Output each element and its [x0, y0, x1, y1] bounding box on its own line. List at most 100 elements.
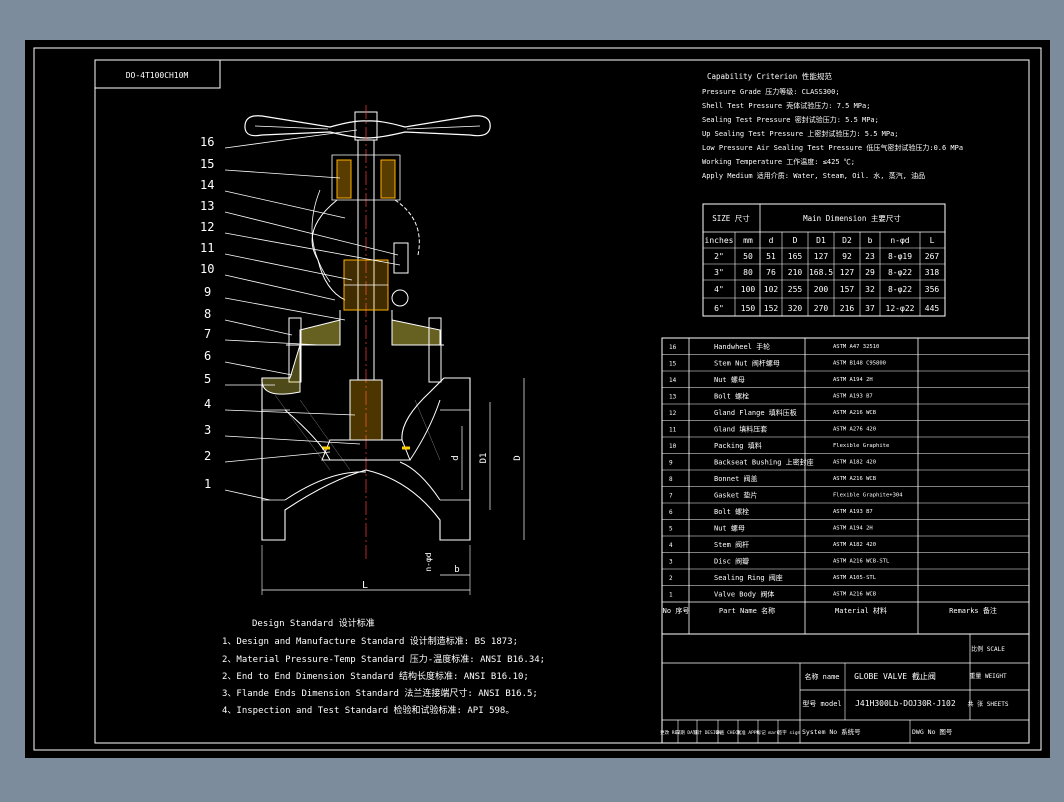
part-no: 12	[669, 410, 677, 417]
col-header: b	[868, 236, 873, 245]
part-material: ASTM A216 WCB	[833, 476, 877, 482]
balloon: 9	[204, 285, 211, 299]
drawing-code: DO-4T100CH10M	[126, 71, 189, 80]
dim-cell: 320	[788, 304, 803, 313]
sign-label: 设计 DESIGN	[693, 729, 721, 736]
dim-D1: D1	[479, 453, 489, 464]
code-box	[94, 59, 221, 89]
col-header: D1	[816, 236, 826, 245]
part-name: Bolt 螺栓	[714, 507, 749, 516]
design-standard-title: Design Standard 设计标准	[252, 617, 375, 629]
part-name: Stem 阀杆	[714, 540, 749, 549]
parts-header-name: Part Name 名称	[719, 606, 775, 615]
dim-cell: 270	[814, 304, 829, 313]
part-material: ASTM A193 B7	[833, 394, 873, 400]
part-name: Disc 阀瓣	[714, 557, 749, 566]
dim-cell: 37	[865, 304, 875, 313]
dim-b: b	[454, 565, 459, 575]
dim-cell: 76	[766, 268, 776, 277]
title-block: 名称 name GLOBE VALVE 截止阀 型号 model J41H300…	[660, 633, 1030, 744]
dim-cell: 23	[865, 252, 875, 261]
dim-cell: 8-φ19	[888, 252, 912, 261]
dim-cell: 267	[925, 252, 940, 261]
design-standard-item: 3、Flande Ends Dimension Standard 法兰连接端尺寸…	[222, 687, 538, 699]
part-material: ASTM A47 32510	[833, 344, 879, 350]
part-no: 11	[669, 427, 677, 434]
col-header: L	[930, 236, 935, 245]
design-standard-item: 2、Material Pressure-Temp Standard 压力-温度标…	[222, 653, 545, 665]
part-material: ASTM A216 WCB	[833, 592, 877, 598]
design-standard: Design Standard 设计标准 1、Design and Manufa…	[222, 617, 545, 716]
dim-cell: 356	[925, 285, 940, 294]
part-name: Valve Body 阀体	[714, 590, 774, 599]
balloon: 3	[204, 423, 211, 437]
dim-cell: 80	[743, 268, 753, 277]
part-no: 7	[669, 493, 673, 500]
name-value: GLOBE VALVE 截止阀	[854, 671, 936, 681]
part-no: 10	[669, 443, 677, 450]
dim-cell: 152	[764, 304, 779, 313]
dim-L: L	[362, 580, 368, 591]
balloon: 11	[200, 241, 214, 255]
criterion-line: Apply Medium 适用介质: Water, Steam, Oil. 水,…	[702, 171, 925, 180]
balloon: 15	[200, 157, 214, 171]
part-no: 6	[669, 509, 673, 516]
part-material: ASTM A216 WCB	[833, 410, 877, 416]
parts-header-no: No 序号	[663, 606, 690, 615]
dwg-label: DWG No 图号	[912, 728, 953, 736]
part-material: ASTM A194 2H	[833, 526, 873, 532]
part-name: Gasket 垫片	[714, 491, 758, 500]
part-material: ASTM A193 B7	[833, 509, 873, 515]
dim-cell: 4"	[714, 285, 724, 294]
part-material: ASTM A182 420	[833, 460, 876, 466]
sign-label: 签字 sign	[778, 729, 801, 736]
design-standard-item: 2、End to End Dimension Standard 结构长度标准: …	[222, 670, 529, 682]
sign-label: 批准 APPR	[737, 729, 760, 736]
balloon: 6	[204, 349, 211, 363]
dim-cell: 8-φ22	[888, 285, 912, 294]
dim-cell: 127	[840, 268, 855, 277]
dim-cell: 255	[788, 285, 803, 294]
part-name: Nut 螺母	[714, 375, 745, 384]
sign-label: 审查 CHECK	[715, 729, 741, 736]
part-name: Gland Flange 填料压板	[714, 408, 797, 417]
balloon: 2	[204, 449, 211, 463]
capability-criterion: Capability Criterion 性能规范 Pressure Grade…	[702, 71, 963, 180]
dimension-table: SIZE 尺寸 Main Dimension 主要尺寸 inches mm d …	[702, 203, 946, 317]
parts-header-remarks: Remarks 备注	[949, 606, 997, 615]
valve-section-view: L d D1 D b n-φd 16	[200, 105, 525, 595]
disc-icon	[349, 379, 383, 441]
part-name: Handwheel 手轮	[714, 342, 770, 351]
criterion-line: Sealing Test Pressure 密封试验压力: 5.5 MPa;	[702, 115, 879, 124]
dim-cell: 102	[764, 285, 779, 294]
part-name: Gland 填料压套	[714, 425, 767, 434]
part-material: Flexible Graphite	[833, 443, 889, 449]
balloon: 8	[204, 307, 211, 321]
model-label: 型号 model	[802, 699, 841, 708]
dim-cell: 51	[766, 252, 776, 261]
dim-cell: 210	[788, 268, 803, 277]
balloon: 12	[200, 220, 214, 234]
balloon: 14	[200, 178, 214, 192]
dim-cell: 50	[743, 252, 753, 261]
part-no: 14	[669, 377, 677, 384]
part-no: 16	[669, 344, 677, 351]
dim-cell: 100	[741, 285, 756, 294]
dim-cell: 127	[814, 252, 829, 261]
pages-label: 共 张 SHEETS	[968, 700, 1009, 708]
handwheel-icon	[244, 115, 491, 139]
criterion-line: Shell Test Pressure 壳体试验压力: 7.5 MPa;	[702, 101, 870, 110]
valve-body-icon	[261, 344, 471, 541]
balloon: 10	[200, 262, 214, 276]
part-no: 9	[669, 460, 673, 467]
part-name: Nut 螺母	[714, 524, 745, 533]
bolt-icon	[288, 317, 302, 383]
criterion-line: Low Pressure Air Sealing Test Pressure 低…	[702, 143, 963, 152]
main-dim-header: Main Dimension 主要尺寸	[803, 213, 901, 223]
dim-cell: 216	[840, 304, 855, 313]
part-name: Packing 填料	[714, 441, 762, 450]
dim-cell: 157	[840, 285, 855, 294]
